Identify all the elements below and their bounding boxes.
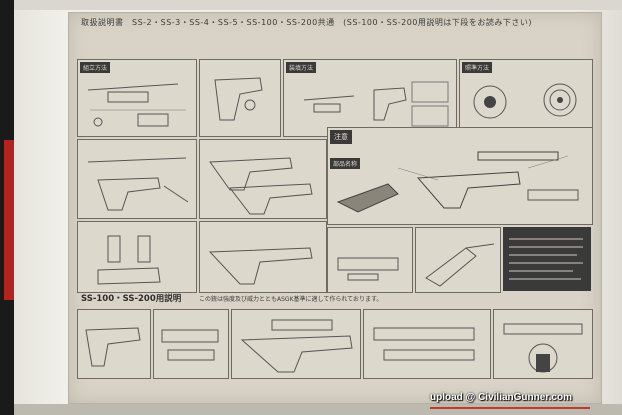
ss100-panel-2 <box>153 309 229 379</box>
parts-diagram <box>336 151 579 213</box>
ss100-panel-3 <box>231 309 361 379</box>
fitting-diagram <box>337 257 399 281</box>
aiming-diagram <box>473 83 577 119</box>
ss100-panel-1 <box>77 309 151 379</box>
loading-diagram <box>303 81 449 127</box>
aiming-panel: 照準方法 <box>459 59 593 137</box>
upload-watermark: upload @ CivilianGunner.com <box>430 392 572 403</box>
instruction-sheet: 取扱説明書 SS-2・SS-3・SS-4・SS-5・SS-100・SS-200共… <box>68 12 602 404</box>
ss100-diagram-2 <box>161 329 219 361</box>
assembly-diagram <box>87 83 186 127</box>
ss100-diagram-1 <box>85 327 141 367</box>
frame-top-edge <box>14 0 622 10</box>
watermark-underline <box>430 407 590 409</box>
stock-panel <box>199 221 327 293</box>
fitting-panel <box>327 227 413 293</box>
ss100-diagram-3 <box>240 319 353 373</box>
loading-panel: 装填方法 <box>283 59 457 137</box>
notice-box <box>503 227 591 291</box>
grip-panel <box>199 59 281 137</box>
stock-attach-diagram <box>425 243 495 287</box>
assembly-panel: 組立方法 <box>77 59 197 137</box>
grip-diagram <box>214 77 263 121</box>
section2-title: SS-100・SS-200用説明 <box>81 294 182 304</box>
red-object-edge <box>4 140 14 300</box>
pistol-views-panel <box>199 139 327 219</box>
ss100-diagram-4 <box>373 327 475 361</box>
magazine-panel <box>77 221 197 293</box>
loading-tag: 装填方法 <box>286 62 317 73</box>
sight-picture-diagram <box>503 323 583 373</box>
disassembly-panel <box>77 139 197 219</box>
stock-diagram <box>208 247 313 285</box>
ss100-sight-panel <box>493 309 593 379</box>
aiming-tag: 照準方法 <box>462 62 493 73</box>
assembly-tag: 組立方法 <box>80 62 111 73</box>
stock-attach-panel <box>415 227 501 293</box>
notice-text-lines <box>509 238 583 280</box>
sheet-title: 取扱説明書 SS-2・SS-3・SS-4・SS-5・SS-100・SS-200共… <box>81 18 533 27</box>
pistol-views-diagram <box>209 157 313 215</box>
magazine-diagram <box>97 235 161 285</box>
frame-bottom-edge <box>14 404 622 415</box>
caution-label: 注意 <box>330 130 352 144</box>
section2-note: この銃は強度及び威力とともASGK基準に適して作られております。 <box>199 296 383 303</box>
ss100-panel-4 <box>363 309 491 379</box>
parts-panel: 注意 部品名称 <box>327 127 593 225</box>
disassembly-diagram <box>87 157 189 211</box>
parts-tag: 部品名称 <box>330 158 361 169</box>
